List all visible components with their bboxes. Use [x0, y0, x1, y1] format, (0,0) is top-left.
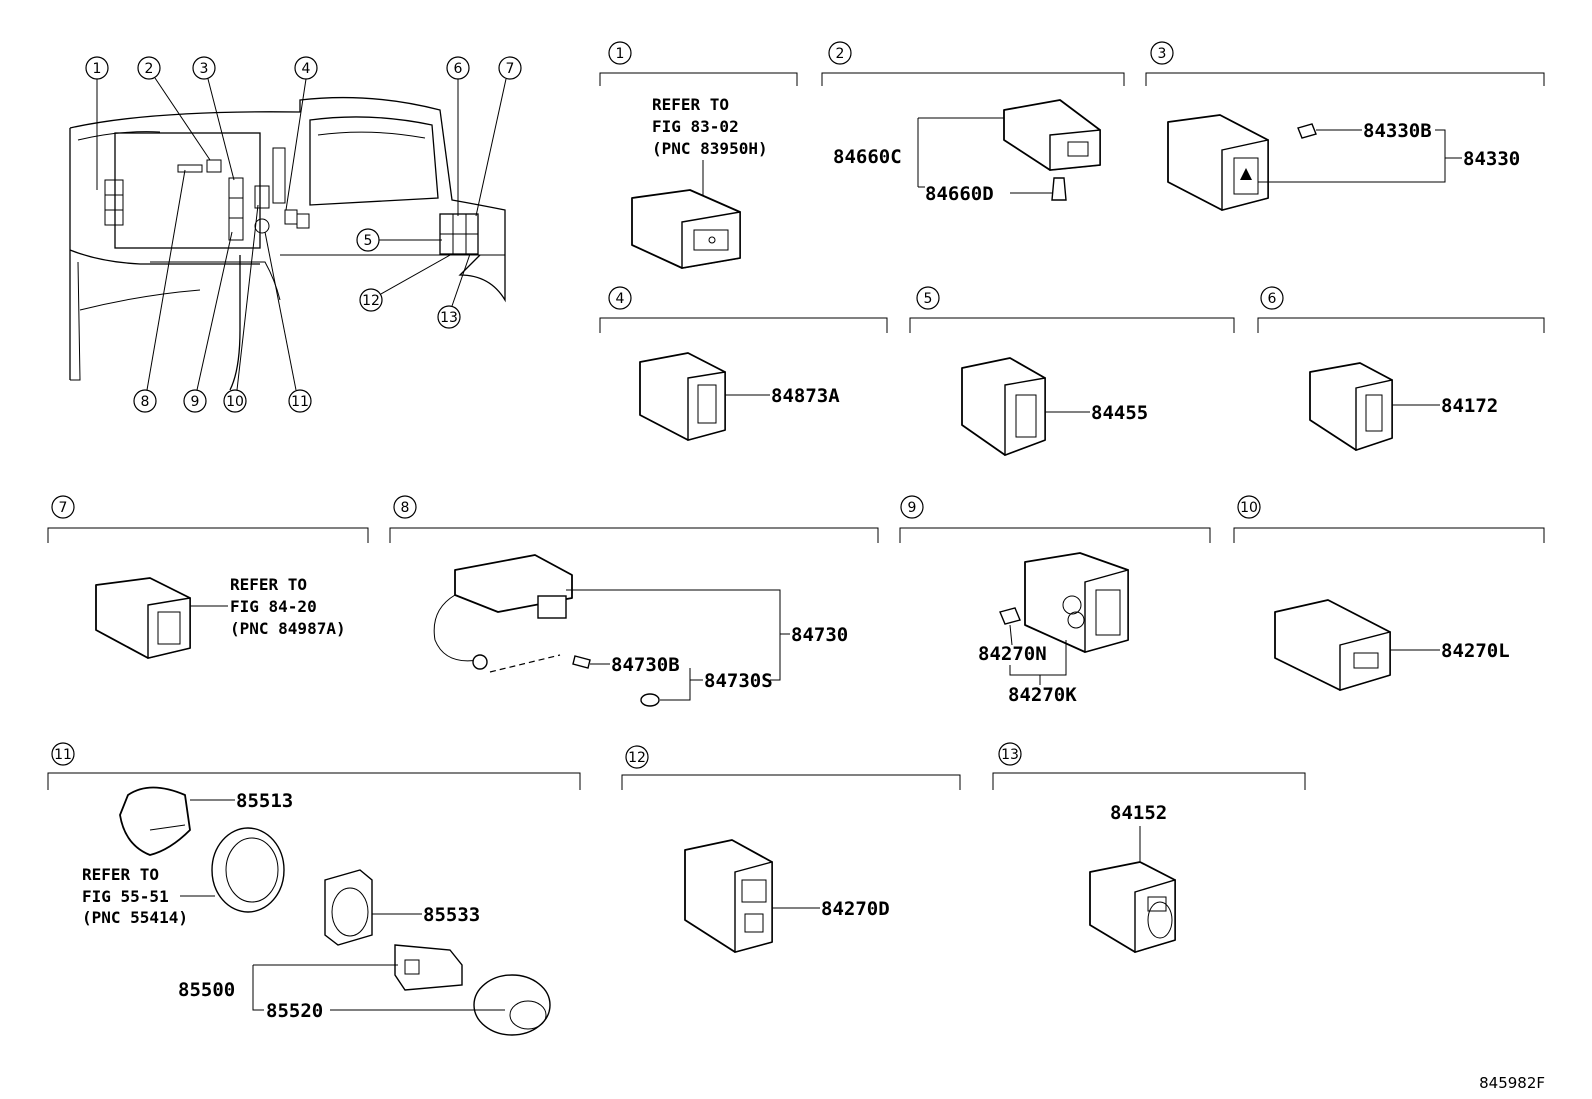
svg-text:6: 6 [454, 61, 463, 77]
switch-5-image [961, 357, 1046, 457]
overview-callouts: 1 2 3 4 5 6 7 [85, 56, 522, 413]
svg-text:13: 13 [1001, 747, 1019, 763]
svg-text:10: 10 [1240, 500, 1258, 516]
svg-text:9: 9 [191, 394, 200, 410]
svg-text:84270K: 84270K [1008, 684, 1077, 706]
svg-text:5: 5 [364, 233, 373, 249]
section-2: 2 84660C 84660D [821, 41, 1125, 205]
svg-text:1: 1 [93, 61, 102, 77]
section-1: 1 REFER TO FIG 83-02 (PNC 83950H) [599, 41, 798, 269]
svg-text:8: 8 [141, 394, 150, 410]
switch-7-image [95, 577, 191, 659]
svg-text:4: 4 [616, 291, 625, 307]
svg-text:84152: 84152 [1110, 802, 1167, 824]
svg-text:84330B: 84330B [1363, 120, 1432, 142]
svg-text:84172: 84172 [1441, 395, 1498, 417]
svg-text:11: 11 [291, 394, 309, 410]
svg-text:84660D: 84660D [925, 183, 994, 205]
switch-6-image [1309, 362, 1393, 451]
section-9: 9 84270N 84270K [899, 495, 1211, 706]
svg-text:84330: 84330 [1463, 148, 1520, 170]
svg-text:REFER TO: REFER TO [230, 575, 307, 594]
svg-text:12: 12 [362, 293, 380, 309]
svg-text:6: 6 [1268, 291, 1277, 307]
svg-text:3: 3 [200, 61, 209, 77]
callout-13[interactable]: 13 [437, 253, 471, 329]
callout-7[interactable]: 7 [475, 56, 522, 217]
callout-6[interactable]: 6 [446, 56, 470, 216]
svg-text:7: 7 [59, 500, 68, 516]
callout-10[interactable]: 10 [223, 204, 259, 413]
section-4: 4 84873A [599, 286, 888, 441]
callout-3[interactable]: 3 [192, 56, 235, 181]
svg-text:84270D: 84270D [821, 898, 890, 920]
svg-text:11: 11 [54, 747, 72, 763]
svg-text:9: 9 [908, 500, 917, 516]
switch-4-image [639, 352, 726, 441]
section-11: 11 85513 REFER TO FIG 55-51 (PNC 55414) … [47, 742, 581, 1036]
svg-text:7: 7 [506, 61, 515, 77]
svg-text:FIG 55-51: FIG 55-51 [82, 887, 169, 906]
switch-8-image [433, 554, 660, 707]
svg-text:13: 13 [440, 310, 458, 326]
figure-code: 845982F [1479, 1074, 1545, 1092]
switch-1-image [631, 189, 741, 269]
svg-text:4: 4 [302, 61, 311, 77]
svg-text:FIG 83-02: FIG 83-02 [652, 117, 739, 136]
svg-text:84873A: 84873A [771, 385, 840, 407]
svg-text:2: 2 [145, 61, 154, 77]
svg-text:12: 12 [628, 750, 646, 766]
svg-text:2: 2 [836, 46, 845, 62]
section-8: 8 84730 84730B 84730S [389, 495, 879, 707]
section-3: 3 84330B 84330 [1145, 41, 1545, 211]
section-6: 6 84172 [1257, 286, 1545, 451]
socket-11-images [119, 786, 551, 1036]
svg-text:(PNC 84987A): (PNC 84987A) [230, 619, 346, 638]
svg-text:REFER TO: REFER TO [652, 95, 729, 114]
svg-text:FIG 84-20: FIG 84-20 [230, 597, 317, 616]
svg-text:84730: 84730 [791, 624, 848, 646]
callout-9[interactable]: 9 [183, 231, 233, 413]
dashboard-overview [69, 96, 506, 391]
callout-4[interactable]: 4 [285, 56, 318, 211]
switch-3-image [1167, 114, 1317, 211]
svg-text:(PNC 83950H): (PNC 83950H) [652, 139, 768, 158]
svg-text:1: 1 [616, 46, 625, 62]
callout-8[interactable]: 8 [133, 169, 186, 413]
section-13: 13 84152 [992, 742, 1306, 953]
svg-text:84730B: 84730B [611, 654, 680, 676]
svg-text:3: 3 [1158, 46, 1167, 62]
section-5: 5 84455 [909, 286, 1235, 457]
svg-text:85500: 85500 [178, 979, 235, 1001]
callout-5[interactable]: 5 [356, 228, 442, 252]
svg-text:85513: 85513 [236, 790, 293, 812]
switch-9-image [999, 552, 1129, 653]
switch-10-image [1274, 599, 1391, 691]
section-12: 12 84270D [621, 745, 961, 953]
svg-text:84270L: 84270L [1441, 640, 1510, 662]
svg-text:(PNC 55414): (PNC 55414) [82, 908, 188, 927]
svg-text:85533: 85533 [423, 904, 480, 926]
switch-13-image [1089, 861, 1176, 953]
switch-12-image [684, 839, 773, 953]
callout-11[interactable]: 11 [264, 231, 312, 413]
svg-text:84455: 84455 [1091, 402, 1148, 424]
svg-text:84660C: 84660C [833, 146, 902, 168]
svg-text:8: 8 [401, 500, 410, 516]
svg-text:84730S: 84730S [704, 670, 773, 692]
section-7: 7 REFER TO FIG 84-20 (PNC 84987A) [47, 495, 369, 659]
callout-12[interactable]: 12 [359, 253, 453, 312]
switch-2-image [1003, 99, 1101, 201]
svg-text:REFER TO: REFER TO [82, 865, 159, 884]
svg-text:85520: 85520 [266, 1000, 323, 1022]
svg-text:5: 5 [924, 291, 933, 307]
callout-1[interactable]: 1 [85, 56, 109, 190]
callout-2[interactable]: 2 [137, 56, 211, 161]
svg-text:84270N: 84270N [978, 643, 1047, 665]
section-10: 10 84270L [1233, 495, 1545, 691]
svg-text:10: 10 [226, 394, 244, 410]
